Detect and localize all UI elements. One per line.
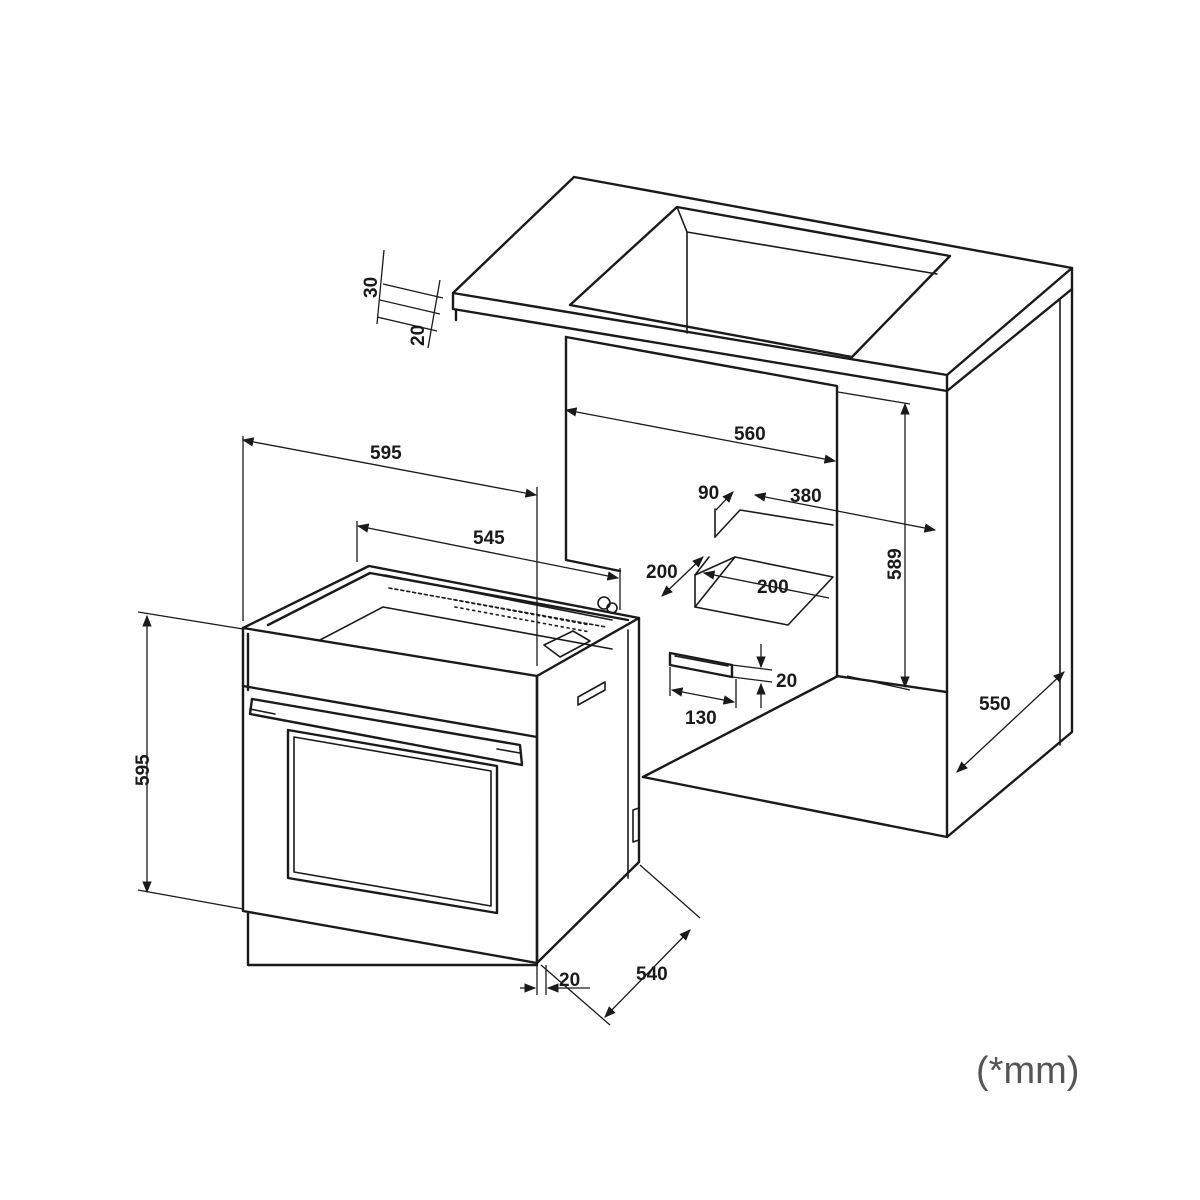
- dim-label-200-right: 200: [757, 577, 789, 598]
- dim-label-545: 545: [473, 528, 505, 549]
- dim-label-540: 540: [636, 964, 668, 985]
- dim-label-595-height: 595: [133, 754, 154, 786]
- dim-label-20-slot: 20: [776, 671, 797, 692]
- dim-label-595-width: 595: [370, 443, 402, 464]
- dim-label-200-left: 200: [646, 562, 678, 583]
- dim-label-20-front: 20: [559, 970, 580, 991]
- dim-label-30: 30: [361, 277, 382, 298]
- lower-vent-slot: [668, 651, 734, 679]
- oven: [241, 564, 641, 967]
- dim-label-130: 130: [685, 708, 717, 729]
- dim-label-20-top: 20: [408, 325, 429, 346]
- vent-cutouts: [694, 508, 834, 626]
- dim-label-90: 90: [698, 483, 719, 504]
- dimension-lines: [137, 249, 1065, 1026]
- unit-note: (*mm): [976, 1050, 1079, 1092]
- oven-front: [241, 626, 539, 967]
- countertop: [451, 175, 1074, 393]
- cabinet: [451, 175, 1074, 839]
- dim-label-550: 550: [979, 694, 1011, 715]
- dim-label-380: 380: [790, 486, 822, 507]
- oven-door-handle: [248, 697, 524, 767]
- dim-label-560: 560: [734, 424, 766, 445]
- dim-label-589: 589: [885, 548, 906, 580]
- dimension-labels: 30 20 560 380 90 200 200 589 550 20 130 …: [133, 277, 1011, 991]
